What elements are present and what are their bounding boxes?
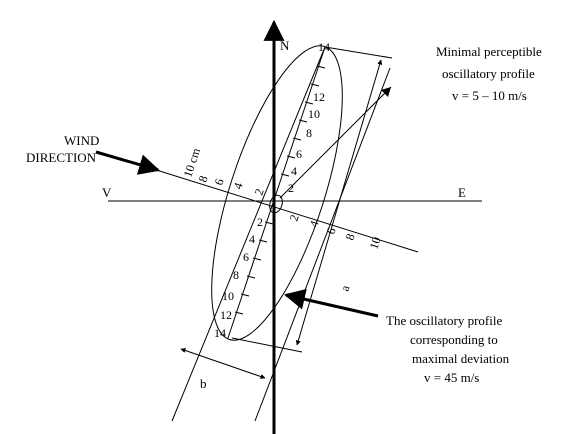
wind-tick-10-lower: 10: [367, 235, 384, 251]
major-tick-4-upper: 4: [291, 164, 297, 178]
major-tick-10-lower: 10: [222, 289, 234, 303]
wind-tick-8-upper: 8: [196, 174, 211, 184]
bottom-annotation-line2: corresponding to: [410, 332, 498, 347]
dimension-b-line: [180, 348, 266, 379]
bottom-annotation-line1: The oscillatory profile: [386, 313, 502, 328]
major-tick-2-lower: 2: [257, 215, 263, 229]
top-annotation-line1: Minimal perceptible: [436, 44, 542, 59]
dimension-a-ext-bottom: [231, 337, 303, 353]
wind-tick-6-upper: 6: [212, 177, 227, 187]
minimal-profile-ellipse: [269, 194, 283, 214]
major-tick-6-upper: 6: [296, 147, 302, 161]
major-tick-8-upper: 8: [306, 126, 312, 140]
bottom-annotation-line4: v = 45 m/s: [424, 370, 479, 385]
top-annotation-line2: oscillatory profile: [442, 66, 535, 81]
dimension-a-label: a: [338, 283, 353, 293]
wind-tick-4-upper: 4: [231, 181, 246, 191]
tangent-line-left: [171, 46, 326, 422]
top-annotation-arrowhead: [381, 87, 391, 97]
bottom-annotation-line3: maximal deviation: [412, 351, 510, 366]
wind-tick-2-lower: 2: [287, 213, 302, 223]
major-tick-8-lower: 8: [233, 268, 239, 282]
north-label: N: [280, 38, 290, 53]
wind-tick-4-lower: 4: [307, 219, 322, 229]
major-tick-12-upper: 12: [313, 90, 325, 104]
bottom-annotation-leader: [283, 288, 379, 318]
major-tick-4-lower: 4: [249, 232, 255, 246]
dimension-a-ext-top: [324, 46, 393, 59]
wind-label-line2: DIRECTION: [26, 150, 97, 165]
top-annotation-line3: v = 5 – 10 m/s: [452, 88, 527, 103]
east-label: E: [458, 185, 466, 200]
major-axis-ticks: [234, 65, 326, 315]
wind-tick-8-lower: 8: [343, 232, 358, 242]
wind-arrow: [95, 150, 161, 175]
major-tick-6-lower: 6: [243, 250, 249, 264]
major-tick-14-upper: 14: [318, 40, 330, 54]
major-tick-10-upper: 10: [308, 107, 320, 121]
major-tick-2-upper: 2: [288, 181, 294, 195]
wind-tick-2-upper: 2: [252, 187, 267, 197]
west-label: V: [102, 185, 112, 200]
major-tick-12-lower: 12: [220, 308, 232, 322]
major-tick-14-lower: 14: [214, 326, 226, 340]
top-annotation-leader: [279, 86, 392, 199]
wind-label-line1: WIND: [64, 133, 99, 148]
wind-scale-unit: 10 cm: [181, 146, 204, 179]
dimension-a-line: [295, 59, 383, 346]
dimension-b-label: b: [200, 376, 207, 391]
